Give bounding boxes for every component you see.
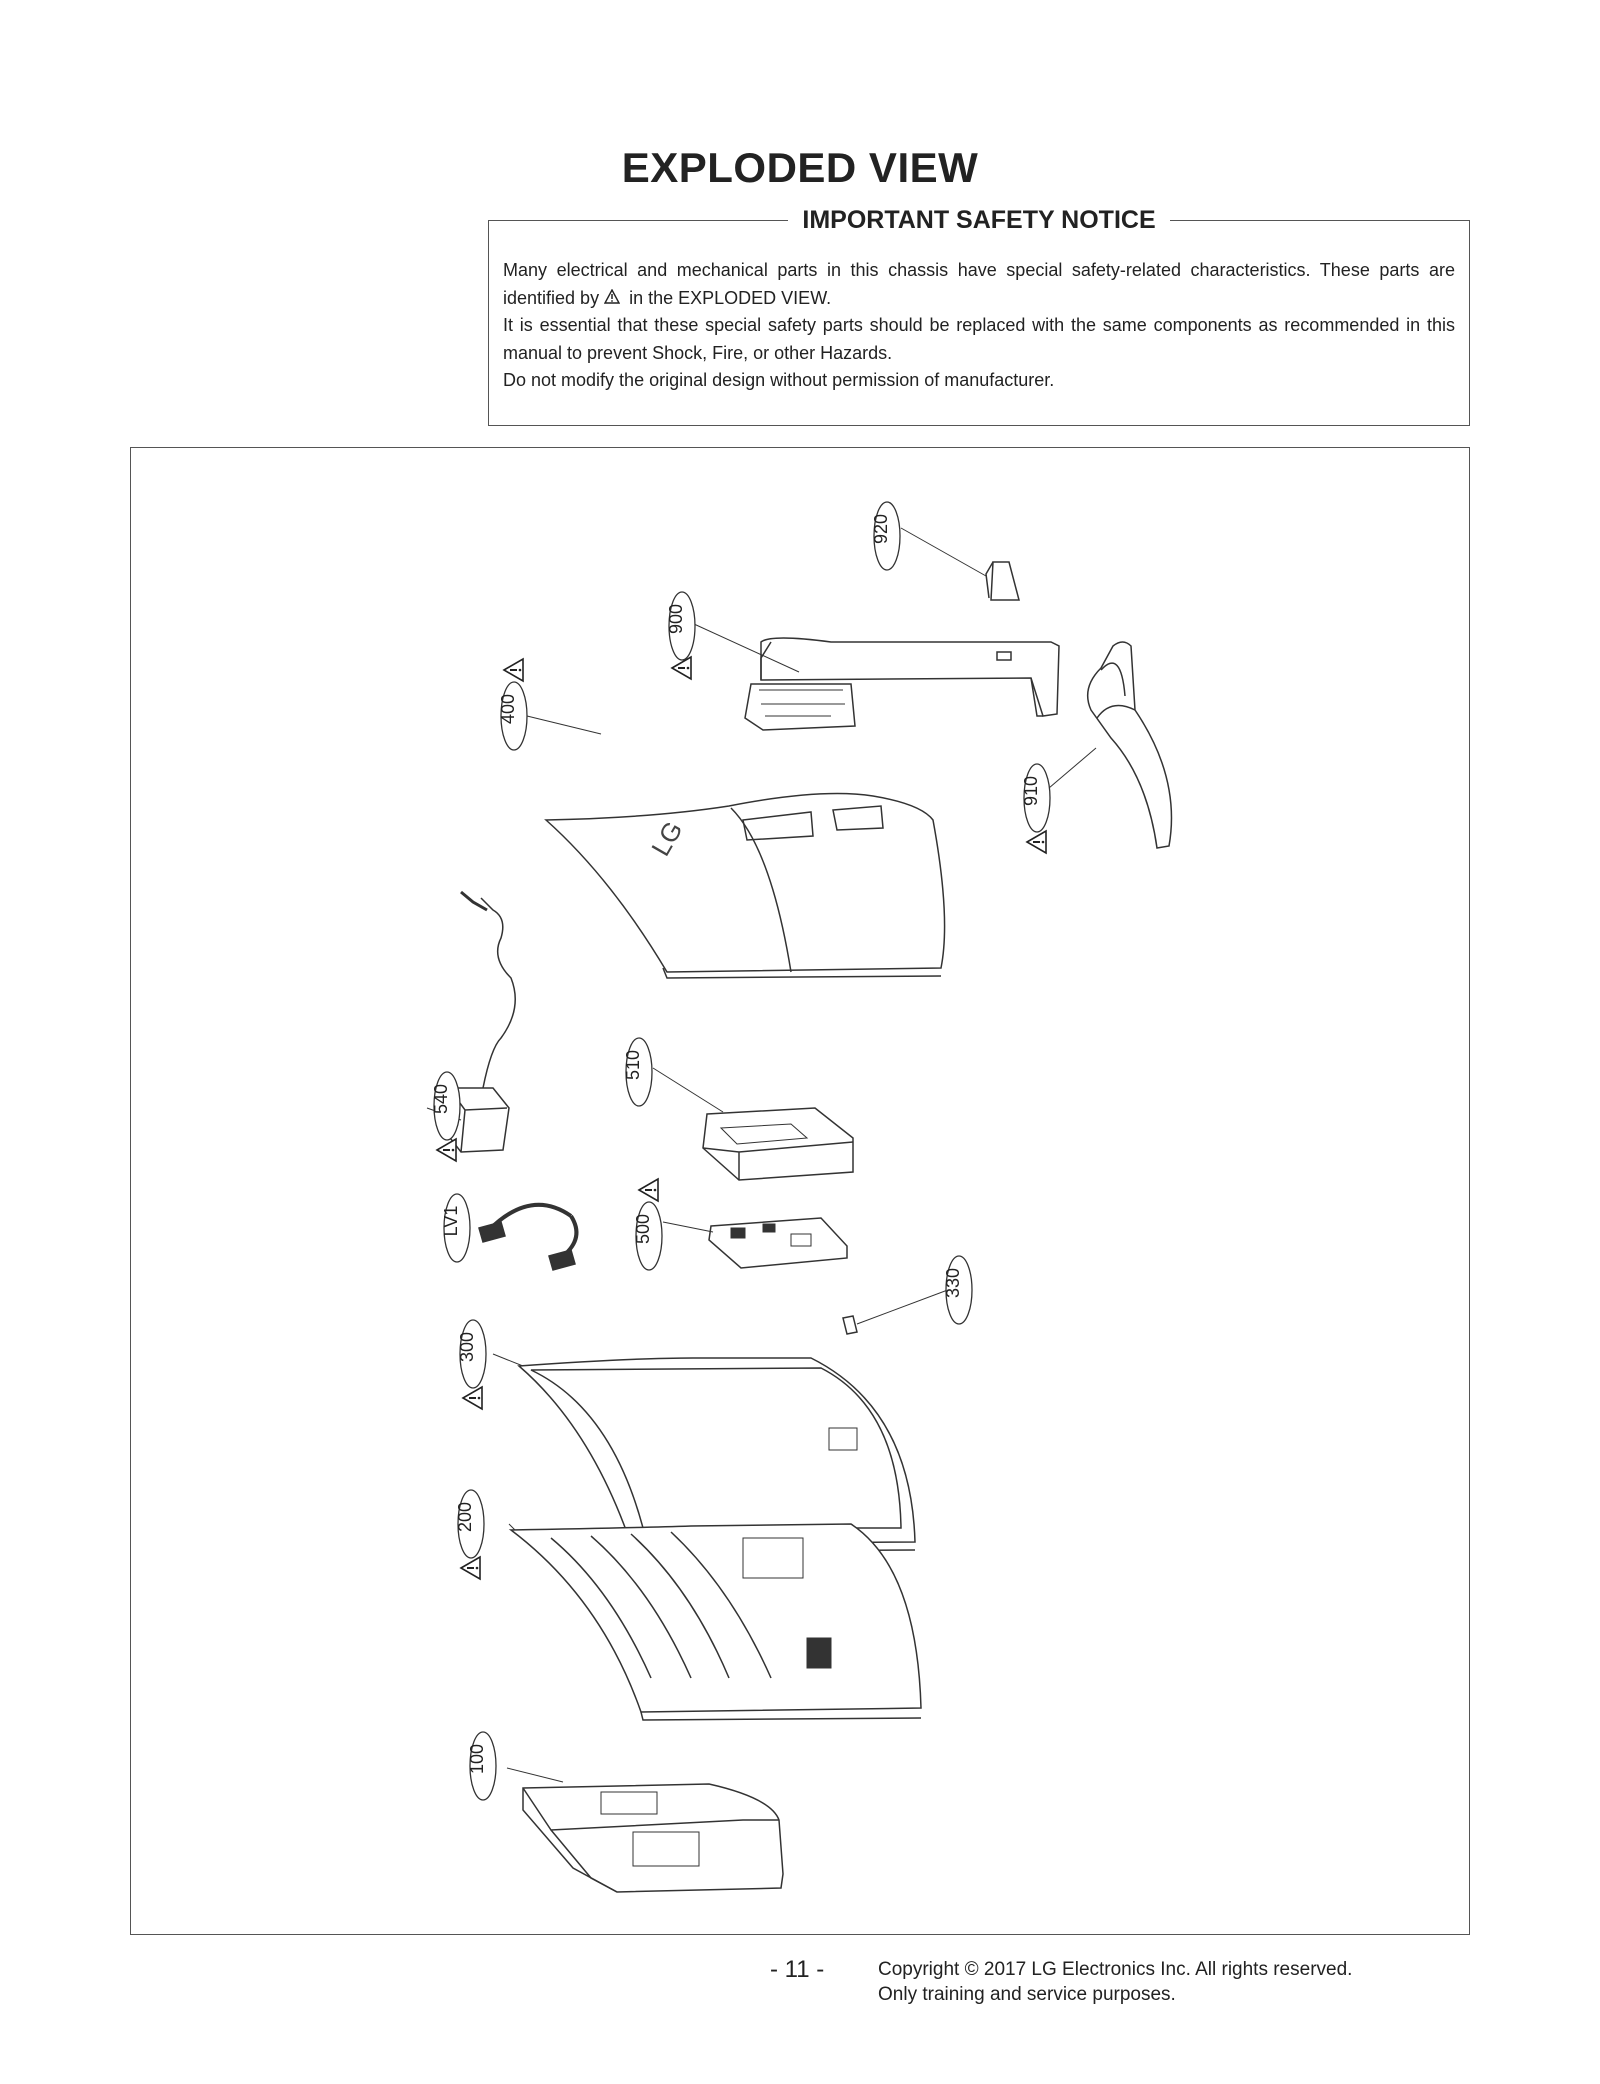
label-510-text: 510	[623, 1050, 643, 1080]
exploded-view-drawing: LG 920 900 400 910	[426, 501, 1173, 1893]
label-100: 100	[467, 1731, 497, 1801]
part-300-middle-cabinet	[492, 1353, 916, 1553]
label-920: 920	[871, 501, 901, 571]
warning-triangle-icon	[603, 285, 624, 313]
notice-paragraph-3: Do not modify the original design withou…	[503, 370, 1055, 390]
warning-icon-910	[1026, 830, 1047, 854]
label-540: 540	[431, 1071, 461, 1162]
exploded-view-diagram: LG 920 900 400 910	[130, 447, 1470, 1935]
label-910-text: 910	[1021, 776, 1041, 806]
label-500-text: 500	[633, 1214, 653, 1244]
label-540-text: 540	[431, 1084, 451, 1114]
label-910: 910	[1021, 763, 1051, 854]
label-lv1-text: LV1	[441, 1206, 461, 1237]
purpose-line: Only training and service purposes.	[878, 1984, 1176, 2005]
part-510-shield	[652, 1067, 854, 1181]
label-330-text: 330	[943, 1268, 963, 1298]
label-500: 500	[633, 1178, 663, 1271]
part-lv1-cable	[478, 1202, 579, 1271]
part-900-arm	[693, 623, 1060, 731]
warning-icon-400	[503, 658, 524, 682]
safety-notice-body: Many electrical and mechanical parts in …	[503, 257, 1455, 395]
safety-notice-heading: IMPORTANT SAFETY NOTICE	[788, 206, 1170, 234]
footer-copyright: Copyright © 2017 LG Electronics Inc. All…	[878, 1957, 1352, 2007]
copyright-line: Copyright © 2017 LG Electronics Inc. All…	[878, 1959, 1353, 1980]
part-910-stand	[1048, 641, 1173, 849]
part-100-front-cabinet	[506, 1767, 784, 1893]
label-330: 330	[943, 1255, 973, 1325]
label-920-text: 920	[871, 514, 891, 544]
part-500-main-board	[662, 1217, 848, 1269]
label-lv1: LV1	[441, 1193, 471, 1263]
label-200: 200	[455, 1489, 485, 1580]
notice-line-1a: Many electrical and mechanical parts in …	[503, 260, 1455, 308]
label-900: 900	[666, 591, 696, 680]
label-300: 300	[457, 1319, 487, 1410]
part-400-back-cover	[544, 792, 946, 979]
safety-notice-box: IMPORTANT SAFETY NOTICE Many electrical …	[488, 206, 1470, 426]
page-title: EXPLODED VIEW	[621, 144, 979, 191]
page-number: - 11 -	[770, 1956, 825, 1983]
notice-paragraph-2: It is essential that these special safet…	[503, 315, 1455, 363]
label-100-text: 100	[467, 1744, 487, 1774]
warning-icon-300	[462, 1386, 483, 1410]
part-920-cap	[900, 527, 1020, 601]
label-900-text: 900	[666, 604, 686, 634]
part-200-backlight	[508, 1523, 922, 1721]
label-510: 510	[623, 1037, 653, 1107]
warning-icon-540	[436, 1138, 457, 1162]
part-330-bracket	[842, 1287, 954, 1335]
notice-line-1b: in the EXPLODED VIEW.	[629, 287, 832, 308]
warning-icon-200	[460, 1556, 481, 1580]
warning-icon-500	[638, 1178, 659, 1202]
label-200-text: 200	[455, 1502, 475, 1532]
label-400-text: 400	[498, 694, 518, 724]
label-300-text: 300	[457, 1332, 477, 1362]
label-400: 400	[498, 658, 528, 751]
notice-paragraph-1: Many electrical and mechanical parts in …	[503, 257, 1455, 312]
